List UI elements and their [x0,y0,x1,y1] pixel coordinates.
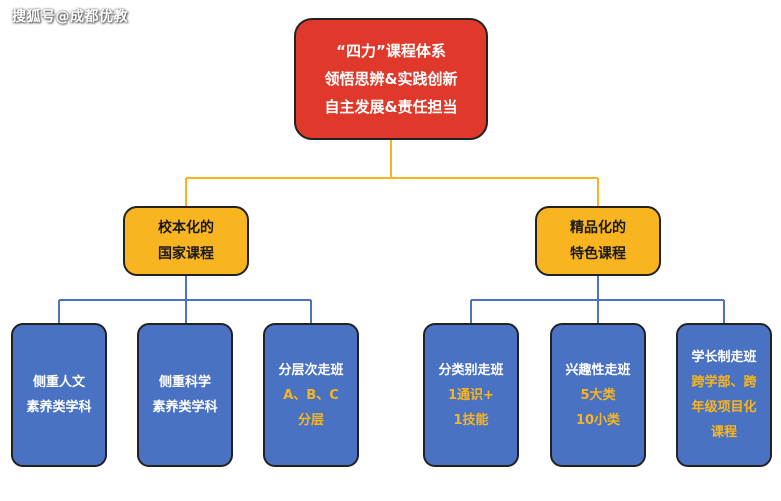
leaf-detail-line: 10小类 [575,412,621,428]
branch-line-1: 精品化的 [570,220,626,236]
leaf-detail-line: 1通识+ [448,387,494,403]
leaf-title-line: 分层次走班 [278,362,344,378]
leaf-title-line: 侧重科学 [158,375,211,390]
root-node: “四力”课程体系 领悟思辨&实践创新 自主发展&责任担当 [294,18,488,140]
leaf-node-category-classes: 分类别走班 1通识+ 1技能 [423,323,519,467]
leaf-node-science: 侧重科学 素养类学科 [137,323,233,467]
leaf-detail-line: A、B、C [283,387,339,403]
branch-line-2: 国家课程 [158,246,214,262]
leaf-detail-line: 5大类 [580,387,616,403]
leaf-detail-line: 1技能 [453,412,489,428]
leaf-title-line: 学长制走班 [691,350,757,365]
leaf-node-interest-classes: 兴趣性走班 5大类 10小类 [550,323,646,467]
leaf-title-line: 兴趣性走班 [565,362,631,378]
branch-node-national-curriculum: 校本化的 国家课程 [123,206,249,276]
leaf-node-mentor-classes: 学长制走班 跨学部、跨 年级项目化 课程 [676,323,772,467]
root-line-2: 领悟思辨&实践创新 [324,70,458,88]
branch-line-1: 校本化的 [158,220,214,236]
leaf-title-line: 分类别走班 [438,362,504,378]
root-line-1: “四力”课程体系 [336,42,446,60]
branch-line-2: 特色课程 [570,246,626,262]
leaf-detail-line: 跨学部、跨 [691,375,757,390]
leaf-node-tiered-classes: 分层次走班 A、B、C 分层 [263,323,359,467]
leaf-detail-line: 年级项目化 [691,400,757,415]
branch-node-featured-curriculum: 精品化的 特色课程 [535,206,661,276]
leaf-node-humanities: 侧重人文 素养类学科 [11,323,107,467]
leaf-detail-line: 课程 [710,425,737,440]
leaf-detail-line: 分层 [297,412,324,428]
watermark: 搜狐号@成都优教 [12,9,128,25]
leaf-title-line: 素养类学科 [152,400,218,415]
root-line-3: 自主发展&责任担当 [324,98,458,116]
leaf-title-line: 素养类学科 [26,400,92,415]
leaf-title-line: 侧重人文 [32,375,85,390]
